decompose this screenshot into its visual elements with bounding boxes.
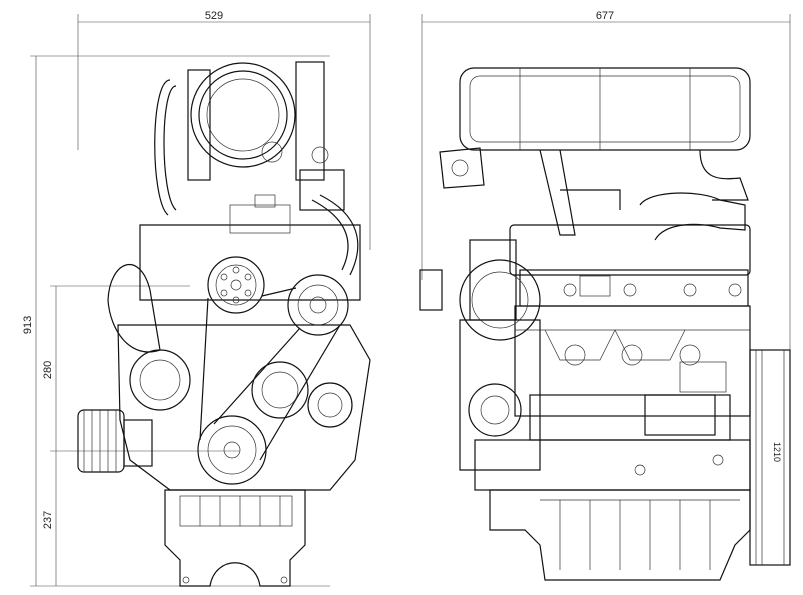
flywheel-mark: 1210 <box>772 442 782 462</box>
side-view: 1210 <box>419 67 791 581</box>
dimension-lines <box>30 14 791 587</box>
fan-pulley <box>207 256 265 314</box>
front-view <box>77 61 371 587</box>
side-length-label: 677 <box>596 10 614 22</box>
total-height-label: 913 <box>22 316 34 334</box>
alternator-pulley <box>287 274 349 336</box>
base-height-label: 237 <box>42 511 54 529</box>
front-width-label: 529 <box>205 10 223 22</box>
dimension-labels: 529 677 913 280 237 <box>22 10 614 529</box>
crank-height-label: 280 <box>42 361 54 379</box>
